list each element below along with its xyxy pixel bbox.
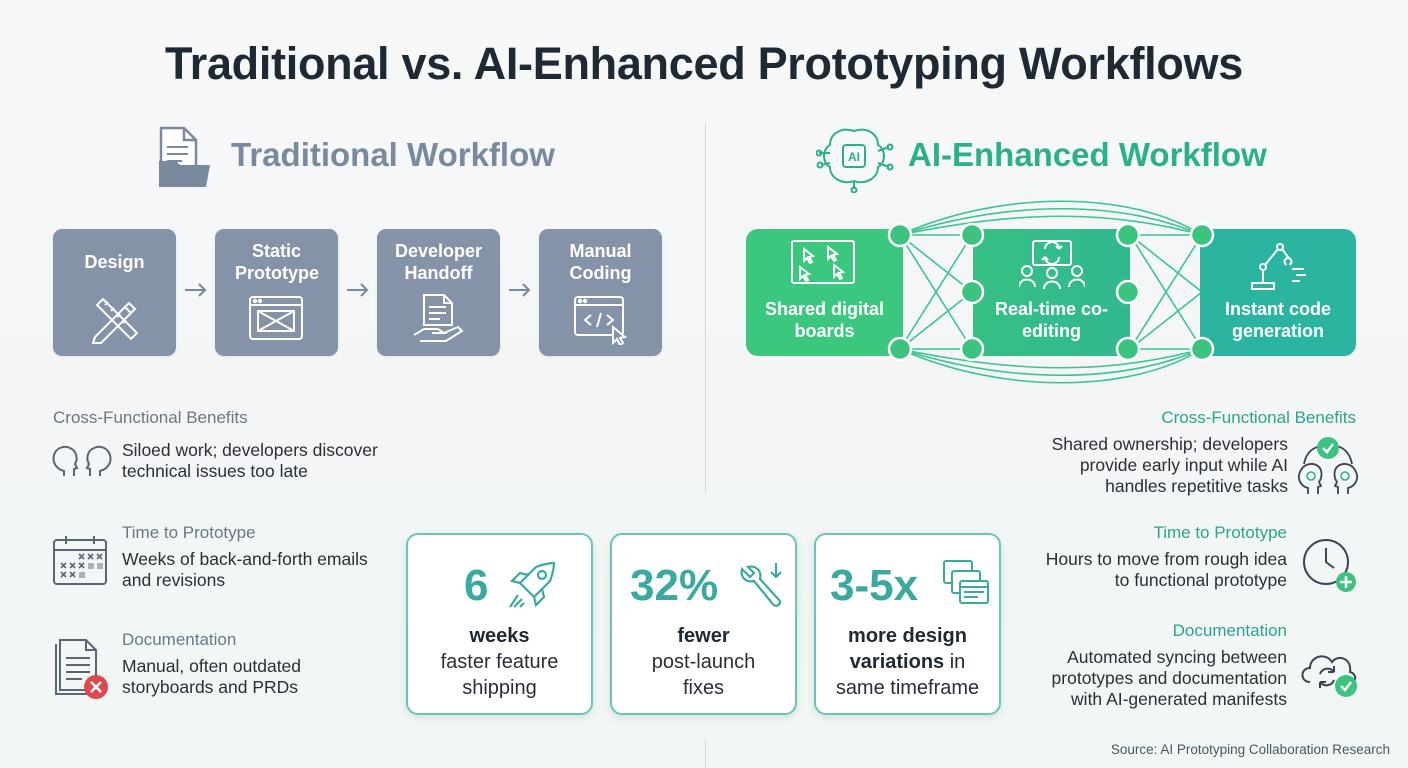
step-developer-handoff: Developer Handoff: [377, 229, 500, 356]
trad-benefit-text: Siloed work; developers discover technic…: [122, 440, 378, 481]
page-title: Traditional vs. AI-Enhanced Prototyping …: [165, 38, 1243, 89]
wrench-icon: [740, 563, 782, 607]
ai-doc-heading: Documentation: [1172, 621, 1287, 640]
step-label: Design: [84, 252, 145, 272]
ai-step-code-generation: Instant code generation: [1200, 229, 1356, 356]
center-divider-bottom: [705, 740, 706, 768]
ai-time-heading: Time to Prototype: [1153, 523, 1287, 542]
trad-time-heading: Time to Prototype: [122, 523, 256, 542]
board-cursors-icon: [791, 240, 855, 284]
step-static-prototype: Static Prototype: [215, 229, 338, 356]
document-folder-icon: [159, 126, 210, 187]
ai-step-label: Instant code generation: [1224, 299, 1331, 341]
stat-bold: weeks: [469, 625, 530, 647]
robot-arm-icon: [1251, 243, 1306, 290]
clock-plus-icon: [1303, 539, 1356, 592]
stacked-windows-icon: [943, 560, 989, 604]
step-label: Static Prototype: [235, 241, 320, 283]
stat-inline: in: [949, 651, 966, 673]
stat-bold-line: more design variations in: [830, 623, 985, 675]
step-label: Developer Handoff: [394, 241, 483, 283]
ai-benefit-heading: Cross-Functional Benefits: [1161, 408, 1356, 427]
pencil-ruler-icon: [91, 297, 139, 344]
trad-doc-text: Manual, often outdated storyboards and P…: [122, 656, 302, 697]
cloud-sync-icon: [1301, 655, 1357, 697]
ai-brain-icon: AI: [816, 128, 894, 193]
stat-value: 3-5x: [830, 561, 919, 610]
stat-card-variations: 3-5x more design variations in same time…: [814, 533, 1001, 715]
source-note: Source: AI Prototyping Collaboration Res…: [1110, 742, 1390, 757]
network-connections: [899, 200, 1203, 384]
network-nodes: [887, 222, 1215, 362]
stat-rest: faster feature shipping: [440, 651, 559, 699]
stat-value: 6: [464, 561, 489, 610]
arrow-right-icon: [509, 283, 531, 297]
step-label: Manual Coding: [569, 241, 632, 283]
stat-value: 32%: [630, 561, 719, 610]
stat-rest: same timeframe: [835, 677, 980, 699]
stat-bold: more design variations: [848, 625, 967, 673]
traditional-heading: Traditional Workflow: [231, 136, 555, 173]
two-heads-icon: [52, 445, 112, 476]
step-design: Design: [53, 229, 176, 356]
ai-step-label: Real-time co-editing: [994, 299, 1109, 341]
svg-text:AI: AI: [848, 150, 860, 164]
calendar-icon: [53, 536, 107, 585]
code-window-icon: [574, 296, 628, 345]
ai-benefit-text: Shared ownership; developers provide ear…: [1051, 434, 1288, 496]
ai-heading: AI-Enhanced Workflow: [908, 136, 1267, 173]
trad-time-text: Weeks of back-and-forth emails and revis…: [122, 549, 368, 590]
ai-step-co-editing: Real-time co-editing: [973, 229, 1130, 356]
rocket-icon: [509, 561, 556, 608]
stat-card-fixes: 32% fewer post-launch fixes: [610, 533, 797, 715]
arrow-right-icon: [185, 283, 207, 297]
stat-card-weeks: 6 weeks faster feature shipping: [406, 533, 593, 715]
ai-step-shared-boards: Shared digital boards: [746, 229, 903, 356]
stat-rest: post-launch fixes: [651, 651, 756, 699]
step-manual-coding: Manual Coding: [539, 229, 662, 356]
document-error-icon: [55, 639, 108, 699]
wireframe-window-icon: [249, 296, 303, 340]
ai-step-label: Shared digital boards: [764, 299, 885, 341]
ai-doc-text: Automated syncing between prototypes and…: [1051, 647, 1287, 709]
heads-check-icon: [1297, 437, 1359, 494]
ai-time-text: Hours to move from rough idea to functio…: [1045, 549, 1287, 590]
trad-benefit-heading: Cross-Functional Benefits: [53, 408, 248, 427]
trad-doc-heading: Documentation: [122, 630, 237, 649]
stat-bold: fewer: [677, 625, 730, 647]
document-hand-icon: [413, 294, 464, 342]
arrow-right-icon: [347, 283, 369, 297]
center-divider: [705, 123, 706, 493]
team-screen-icon: [1019, 240, 1085, 289]
